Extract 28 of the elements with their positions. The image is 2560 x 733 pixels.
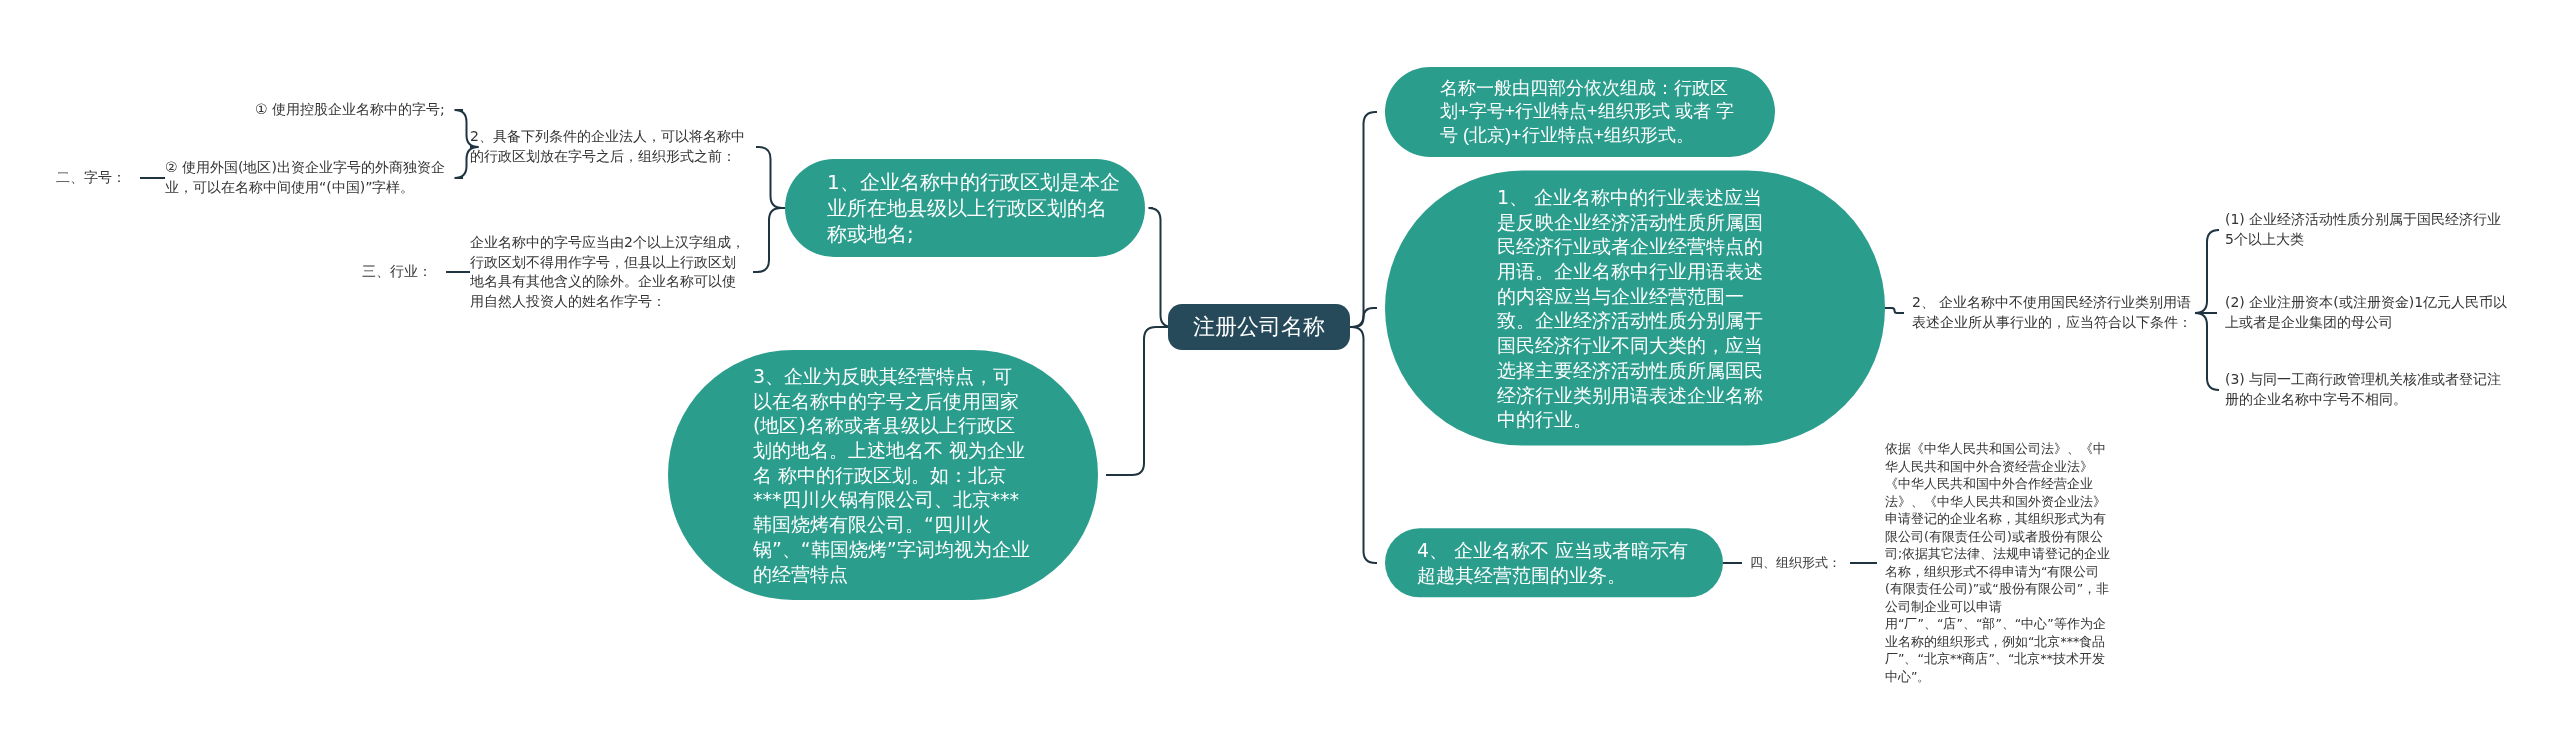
connector-line (2194, 312, 2220, 391)
branch-text: 三、行业： (362, 262, 438, 282)
connector-line (2196, 312, 2218, 314)
connector-line (139, 177, 166, 179)
connector-line (1722, 562, 1743, 564)
branch-text: 2、具备下列条件的企业法人，可以将名称中的行政区划放在字号之后，组织形式之前： (470, 127, 748, 167)
connector-line (1884, 307, 1905, 314)
connector-line (445, 271, 471, 273)
branch-text: (2) 企业注册资本(或注册资金)1亿元人民币以上或者是企业集团的母公司 (2225, 293, 2510, 333)
branch-text: 四、组织形式： (1750, 553, 1850, 573)
connector-line (1105, 326, 1169, 476)
topic-node: 3、企业为反映其经营特点，可以在名称中的字号之后使用国家(地区)名称或者县级以上行政区划的地名。上述地名不 视为企业名 称中的行政区划。如：北京***四川火锅有限公司、北京***韩国烧烤有限公司。“四川火锅”、“韩国烧烤”字词均视为企业的经营特点 (668, 349, 1098, 601)
branch-text: ① 使用控股企业名称中的字号; (255, 100, 455, 120)
connector-line (1849, 562, 1878, 564)
branch-text: (1) 企业经济活动性质分别属于国民经济行业5个以上大类 (2225, 210, 2510, 250)
branch-text: 企业名称中的字号应当由2个以上汉字组成，行政区划不得用作字号，但县以上行政区划地名具有其他含义的除外。企业名称可以使用自然人投资人的姓名作字号： (470, 232, 745, 312)
topic-node: 1、 企业名称中的行业表述应当是反映企业经济活动性质所属国民经济行业或者企业经营特点的用语。企业名称中行业用语表述的内容应当与企业经营范围一致。企业经济活动性质分别属于国民经济行业不同大类的，应当选择主要经济活动性质所属国民经济行业类别用语表述企业名称中的行业。 (1385, 170, 1885, 446)
connector-line (453, 146, 480, 179)
connector-line (1349, 326, 1378, 564)
branch-text: 2、 企业名称中不使用国民经济行业类别用语表述企业所从事行业的，应当符合以下条件： (1912, 293, 2197, 333)
topic-node: 4、 企业名称不 应当或者暗示有超越其经营范围的业务。 (1385, 528, 1723, 598)
branch-text: 二、字号： (56, 168, 132, 188)
central-topic: 注册公司名称 (1168, 304, 1350, 350)
branch-text: 依据《中华人民共和国公司法》、《中华人民共和国中外合资经营企业法》《中华人民共和国中外合作经营企业法》、《中华人民共和国外资企业法》申请登记的企业名称，其组织形式为有限公司(有限责任公司)或者股份有限公司;依据其它法律、法规申请登记的企业名称，组织形式不得申请为“有限公司(有限责任公司)”或“股份有限公司”，非公司制企业可以申请用“厂”、“店”、“部”、“中心”等作为企业名称的组织形式，例如“北京***食品厂”、“北京**商店”、“北京**技术开发中心”。 (1885, 439, 2113, 685)
branch-text: (3) 与同一工商行政管理机关核准或者登记注册的企业名称中字号不相同。 (2225, 370, 2510, 410)
branch-text: ② 使用外国(地区)出资企业字号的外商独资企业，可以在名称中间使用“(中国)”字样。 (165, 158, 455, 198)
topic-node: 1、企业名称中的行政区划是本企业所在地县级以上行政区划的名称或地名; (785, 159, 1145, 257)
topic-node: 名称一般由四部分依次组成：行政区划+字号+行业特点+组织形式 或者 字号 (北京)+行业特点+组织形式。 (1385, 66, 1775, 158)
